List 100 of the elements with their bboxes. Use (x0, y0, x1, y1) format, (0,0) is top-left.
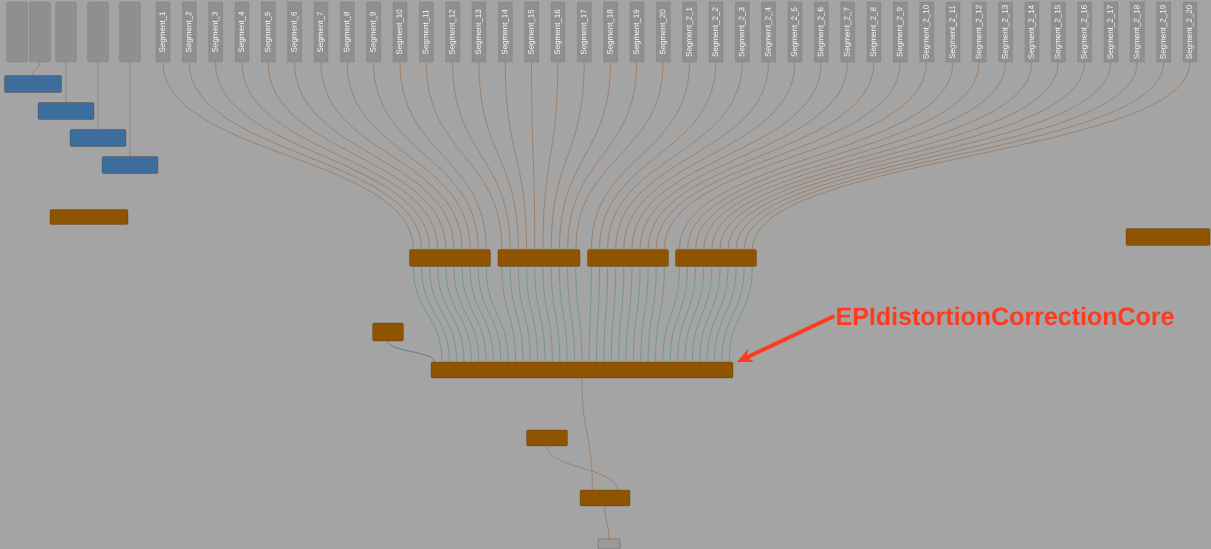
input-port: Segment_20 (656, 1, 671, 63)
wire (633, 266, 641, 363)
wire (453, 266, 480, 363)
wire (429, 266, 457, 363)
input-port: Segment_8 (340, 1, 355, 63)
wire (623, 61, 796, 250)
input-port: Segment_2_2 (708, 1, 724, 63)
input-port: Segment_2_17 (1103, 1, 1119, 63)
input-port (55, 1, 77, 63)
wire (714, 266, 737, 363)
node-box (372, 322, 404, 342)
wire (461, 266, 487, 363)
wire (588, 266, 592, 363)
wire (65, 61, 67, 103)
input-port (119, 1, 141, 63)
input-port: Segment_2_11 (945, 1, 961, 63)
input-port: Segment_2_5 (787, 1, 803, 63)
node-box (49, 209, 129, 225)
wire (559, 61, 611, 250)
node-box (1125, 228, 1211, 246)
wire (32, 61, 41, 76)
wire (546, 445, 618, 491)
node-box (587, 249, 669, 267)
input-port: Segment_2_3 (735, 1, 750, 63)
wire (504, 61, 527, 250)
input-port: Segment_1 (155, 1, 171, 63)
input-port: Segment_2_15 (1051, 1, 1066, 63)
wire (631, 61, 822, 250)
input-port: Segment_19 (629, 1, 645, 63)
input-port: Segment_4 (234, 1, 250, 63)
wire (421, 266, 450, 363)
wire (526, 266, 538, 363)
wire (373, 61, 479, 250)
wire (518, 266, 531, 363)
wire (129, 61, 131, 157)
wire (531, 61, 536, 250)
input-port: Segment_13 (471, 1, 487, 63)
wire (413, 266, 443, 363)
wire (550, 61, 585, 250)
input-port: Segment_2_18 (1130, 1, 1145, 63)
wire (721, 266, 745, 363)
wire (625, 266, 633, 363)
wire (559, 266, 568, 363)
input-port: Segment_2_9 (893, 1, 908, 63)
wire (699, 266, 721, 363)
wire (581, 377, 593, 491)
wire (596, 266, 600, 363)
wire (477, 266, 502, 363)
wire (509, 266, 524, 363)
input-port: Segment_2 (182, 1, 197, 63)
wire (599, 61, 717, 250)
node-box (675, 249, 757, 267)
wire (677, 266, 696, 363)
node-box (597, 538, 621, 549)
wire (478, 61, 519, 250)
wire (603, 266, 608, 363)
node-box (37, 102, 95, 120)
wire (346, 61, 471, 250)
node-box (4, 75, 62, 93)
wire (387, 340, 435, 363)
node-box (69, 129, 127, 147)
wire (607, 61, 743, 250)
input-port: Segment_2_7 (840, 1, 855, 63)
wire (611, 266, 616, 363)
node-box (409, 249, 491, 267)
wire (575, 61, 664, 250)
wire (618, 266, 625, 363)
wire (604, 505, 610, 540)
wire (486, 266, 509, 363)
wire (320, 61, 463, 250)
input-port: Segment_14 (498, 1, 513, 63)
node-box (579, 489, 631, 507)
wire (267, 61, 447, 250)
node-box (526, 429, 568, 447)
wire (692, 266, 713, 363)
wire (575, 266, 583, 363)
input-port: Segment_2_12 (972, 1, 987, 63)
wire (684, 266, 704, 363)
wire (640, 266, 649, 363)
wire (97, 61, 99, 130)
input-port: Segment_16 (550, 1, 566, 63)
input-port: Segment_2_20 (1182, 1, 1198, 63)
wire (399, 61, 487, 250)
node-box (497, 249, 581, 267)
wire (669, 266, 688, 363)
wire (437, 266, 465, 363)
wire (452, 61, 511, 250)
input-port: Segment_2_14 (1024, 1, 1040, 63)
wire (591, 61, 690, 250)
wire (647, 266, 657, 363)
wire (542, 61, 559, 250)
input-port: Segment_7 (313, 1, 329, 63)
wire (469, 266, 494, 363)
input-port: Segment_5 (261, 1, 276, 63)
wire (445, 266, 472, 363)
node-box (430, 361, 734, 379)
input-port (29, 1, 51, 63)
input-port: Segment_2_4 (761, 1, 776, 63)
wire (501, 266, 516, 363)
annotation-text: EPIdistortionCorrectionCore (837, 306, 1174, 326)
